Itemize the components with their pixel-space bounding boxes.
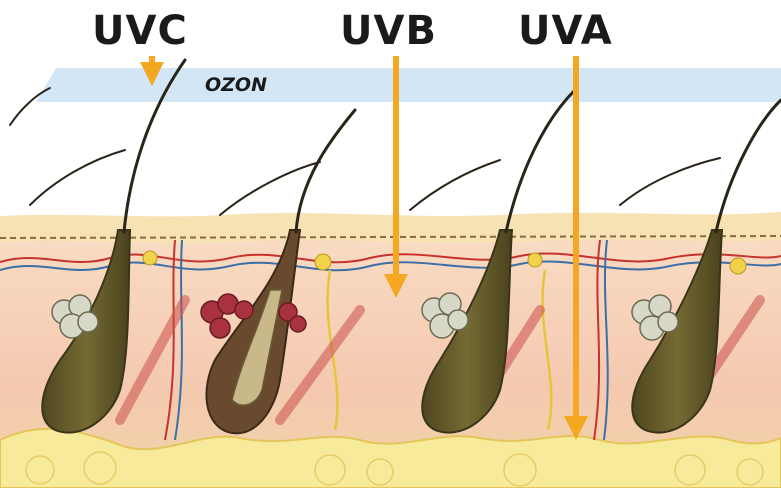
uva-label: UVA xyxy=(518,8,613,54)
uvc-label: UVC xyxy=(92,8,188,54)
ozone-layer xyxy=(36,68,781,102)
uvb-label: UVB xyxy=(340,8,437,54)
ozone-label: OZON xyxy=(205,74,267,96)
